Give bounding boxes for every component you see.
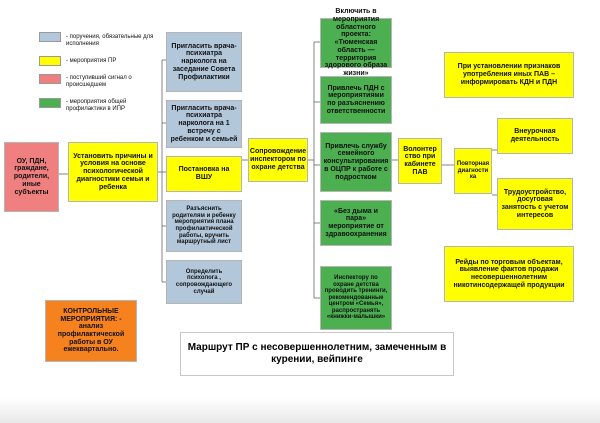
legend-text-red: - поступивший сигнал о происшедшем <box>66 75 132 88</box>
assign-psychologist-box: Определить психолога , сопровождающего с… <box>166 260 242 304</box>
establish-causes-box: Установить причины и условия на основе п… <box>68 142 158 202</box>
route-title: Маршрут ПР с несовершеннолетним, замечен… <box>180 332 454 376</box>
invite-psychiatrist-council-box: Пригласить врача-психиатра нарколога на … <box>166 32 242 92</box>
no-smoke-box: «Без дыма и пара» мероприятие от здравоо… <box>320 200 392 246</box>
legend-text-blue: - поручения, обязательные для исполнения <box>66 34 154 47</box>
invite-psychiatrist-meeting-box: Пригласить врача-психиатра нарколога на … <box>166 100 242 148</box>
legend-text-yellow: - мероприятия ПР <box>66 58 117 64</box>
pdn-involve-box: Привлечь ПДН с мероприятиями по разъясне… <box>320 76 392 124</box>
legend-swatch-green <box>39 98 61 108</box>
legend-swatch-red <box>39 74 61 84</box>
legend-text-green: - мероприятия общей профилактики в ИПР <box>66 99 127 112</box>
vshu-registration-box: Постановка на ВШУ <box>166 156 242 192</box>
control-measures-box: КОНТРОЛЬНЫЕ МЕРОПРИЯТИЯ: - анализ профил… <box>45 300 137 362</box>
inspector-trainings-box: Инспектору по охране детства проводить т… <box>320 266 392 330</box>
inspector-support-box: Сопровождение инспектором по охране детс… <box>248 138 308 182</box>
family-service-box: Привлечь службу семейного консультирован… <box>320 132 392 192</box>
bottom-fade <box>0 398 600 423</box>
regional-project-box: Включить в мероприятия областного проект… <box>320 8 392 77</box>
volunteer-box: Волонтер ство при кабинете ПАВ <box>398 138 442 184</box>
repeat-diagnostics-box: Повторная диагности ка <box>454 148 492 194</box>
employment-box: Трудоустройство, досуговая занятость с у… <box>497 178 573 230</box>
other-pav-box: При установлении признаков употребления … <box>444 52 574 98</box>
explain-plan-box: Разъяснить родителям и ребенку мероприят… <box>166 200 242 252</box>
legend-swatch-yellow <box>39 56 61 66</box>
signal-subjects-box: ОУ, ПДН, граждане, родители, иные субъек… <box>4 142 59 212</box>
legend-swatch-blue <box>39 32 61 42</box>
extracurricular-box: Внеурочная деятельность <box>497 118 573 154</box>
raids-box: Рейды по торговым объектам, выявление фа… <box>444 246 574 302</box>
